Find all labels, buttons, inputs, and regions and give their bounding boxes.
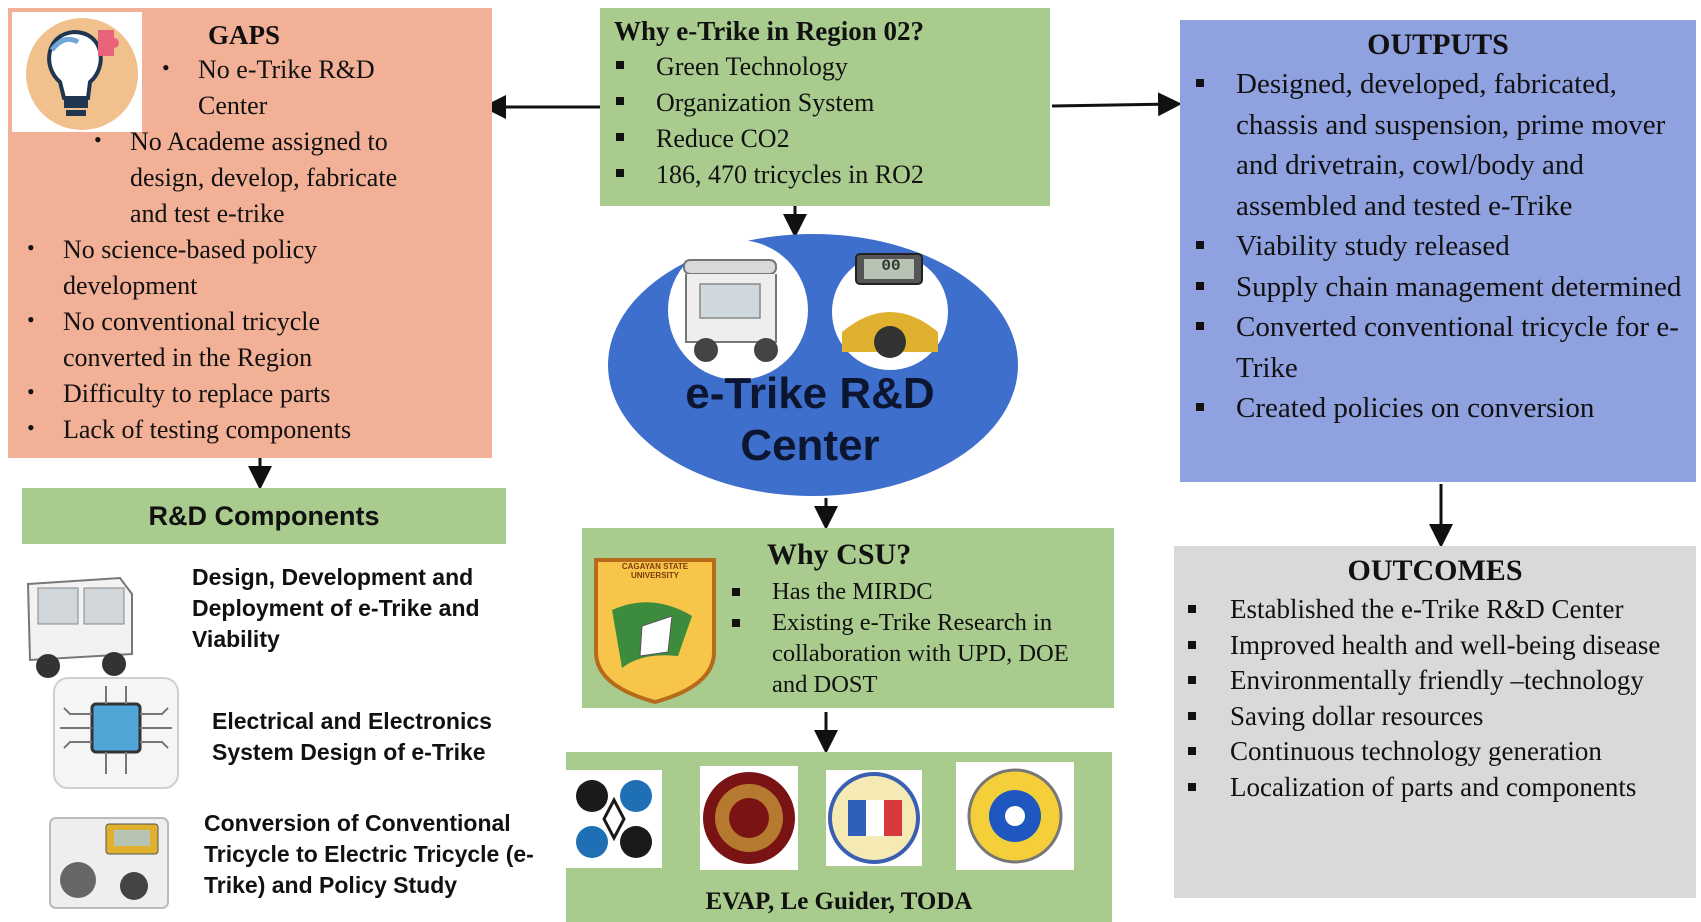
rd-components-bar: R&D Components [22, 488, 506, 544]
partner-logo-up-seal [700, 766, 798, 870]
outputs-panel: OUTPUTS Designed, developed, fabricated,… [1180, 20, 1696, 482]
csu-logo-caption: CAGAYAN STATE UNIVERSITY [621, 562, 689, 580]
outcomes-panel: OUTCOMES Established the e-Trike R&D Cen… [1174, 546, 1696, 898]
why-region-panel: Why e-Trike in Region 02? Green Technolo… [600, 8, 1050, 206]
gaps-item: Difficulty to replace parts [27, 376, 330, 412]
gaps-item-cont: converted in the Region [63, 343, 313, 372]
outputs-title: OUTPUTS [1367, 28, 1509, 61]
gaps-title: GAPS [208, 20, 281, 50]
partner-logo-gear-seal [956, 762, 1074, 870]
why-item: Green Technology [616, 49, 1050, 85]
outputs-item: Converted conventional tricycle for e-Tr… [1196, 307, 1688, 388]
etrike-icon [10, 564, 140, 684]
outputs-item: Supply chain management determined [1196, 267, 1688, 308]
outcomes-item: Continuous technology generation [1188, 734, 1696, 770]
outcomes-item: Localization of parts and components [1188, 770, 1696, 806]
outcomes-item: Environmentally friendly –technology [1188, 663, 1696, 699]
outputs-item: Designed, developed, fabricated, chassis… [1196, 64, 1688, 226]
why-item: Reduce CO2 [616, 121, 1050, 157]
rd-component-text: Design, Development and Deployment of e-… [192, 564, 480, 652]
outcomes-item: Saving dollar resources [1188, 699, 1696, 735]
center-label: e-Trike R&D Center [610, 368, 1010, 472]
conversion-icon [44, 810, 174, 916]
outcomes-item: Improved health and well-being disease [1188, 628, 1696, 664]
gaps-item-cont: development [63, 271, 198, 300]
lightbulb-puzzle-icon [12, 12, 142, 132]
partners-caption: EVAP, Le Guider, TODA [705, 888, 973, 915]
outcomes-title: OUTCOMES [1347, 554, 1523, 587]
partner-logo-dost [566, 770, 662, 868]
rd-component-text: Conversion of Conventional Tricycle to E… [204, 810, 534, 898]
gaps-item: No science-based policy [27, 232, 317, 268]
rd-components-title: R&D Components [148, 500, 380, 531]
gaps-panel: GAPS No e-Trike R&D Center No Academe as… [8, 8, 492, 458]
outcomes-item: Established the e-Trike R&D Center [1188, 592, 1696, 628]
csu-title: Why CSU? [767, 538, 912, 571]
etrike-center-hub [606, 232, 1020, 498]
rd-component-text: Electrical and Electronics System Design… [212, 708, 492, 765]
why-item: 186, 470 tricycles in RO2 [616, 157, 1050, 193]
gaps-item: No e-Trike R&D [162, 52, 375, 88]
arrow-why-to-outputs [1051, 92, 1182, 117]
csu-item: Has the MIRDC [732, 576, 1102, 607]
gaps-item-cont: Center [198, 91, 268, 120]
csu-item: Existing e-Trike Research in collaborati… [732, 607, 1102, 700]
partners-panel: EVAP, Le Guider, TODA [566, 752, 1112, 922]
csu-logo-icon [592, 556, 718, 705]
why-title: Why e-Trike in Region 02? [614, 16, 924, 46]
gaps-item: No conventional tricycle [27, 304, 320, 340]
gaps-item: No Academe assigned to [94, 124, 388, 160]
center-label-line1: e-Trike R&D [685, 369, 935, 418]
why-item: Organization System [616, 85, 1050, 121]
speedometer-image-icon [832, 253, 948, 370]
outputs-item: Created policies on conversion [1196, 388, 1688, 429]
meter-display-text: 00 [881, 257, 901, 275]
etrike-image-icon [668, 240, 808, 380]
circuit-chip-icon [46, 670, 186, 796]
outputs-item: Viability study released [1196, 226, 1688, 267]
gaps-item-cont: design, develop, fabricate [130, 163, 398, 192]
why-csu-panel: CAGAYAN STATE UNIVERSITY Why CSU? Has th… [582, 528, 1114, 708]
gaps-item: Lack of testing components [27, 412, 351, 448]
partner-logo-city-seal [826, 770, 922, 866]
center-label-line2: Center [740, 421, 880, 470]
gaps-item-cont: and test e-trike [130, 199, 285, 228]
